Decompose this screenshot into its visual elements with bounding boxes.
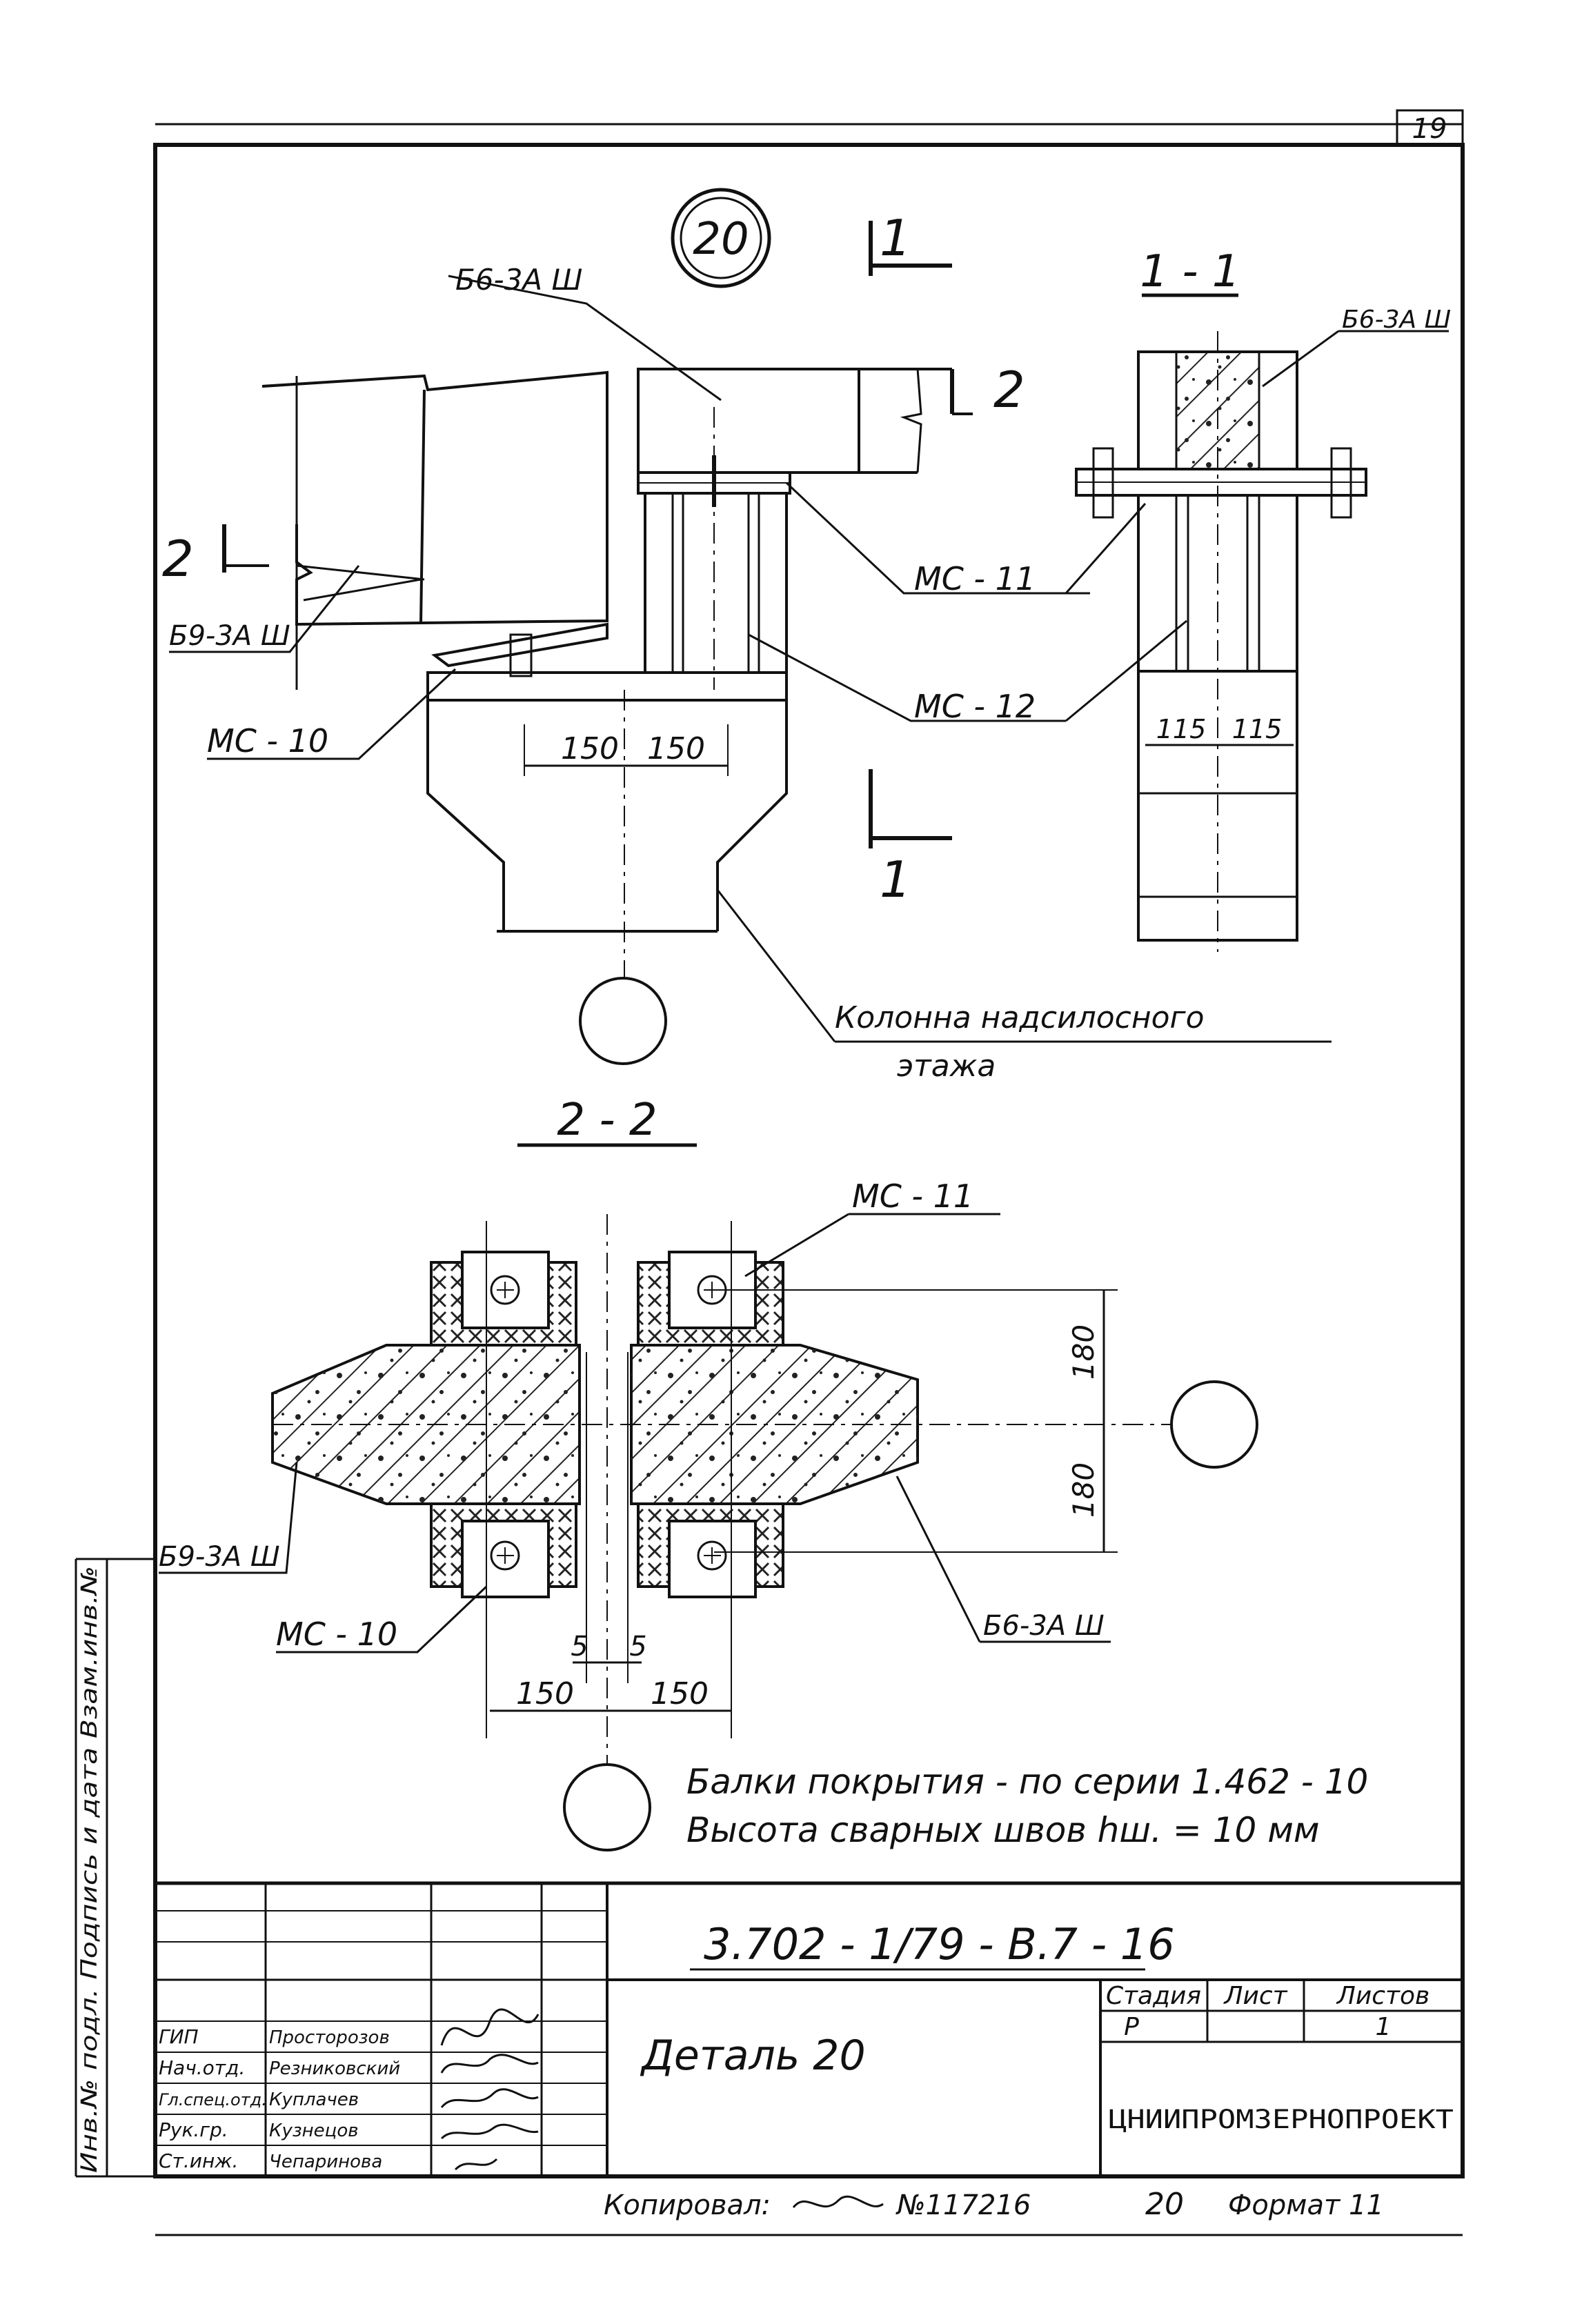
role-4: Ст.инж. [159,2149,238,2172]
copyist-signature [792,2195,884,2209]
label-mc10: МС - 10 [207,722,328,759]
label-mc12: МС - 12 [914,688,1036,725]
footer-format: Формат 11 [1228,2189,1384,2221]
dim-115-left: 115 [1156,714,1207,744]
gap-5-left: 5 [571,1631,588,1662]
footer-order: №117216 [896,2189,1031,2221]
organization: ЦНИИПРОМЗЕРНОПРОЕКТ [1109,2105,1454,2134]
footer-copied: Копировал: [604,2189,771,2221]
label-b9-left: Б9-3А Ш [169,620,290,652]
section-mark-2-right: 2 [993,361,1025,419]
elevation-view [169,221,1332,1065]
section-1-1-title: 1 - 1 [1140,246,1240,297]
role-1: Нач.отд. [159,2056,245,2079]
section-mark-1-top: 1 [880,209,911,267]
dim-150-right: 150 [647,731,705,766]
role-0: ГИП [159,2025,199,2048]
detail-mark-number: 20 [693,214,749,265]
title-designation: 3.702 - 1/79 - В.7 - 16 [704,1919,1175,1969]
dim-115-right: 115 [1232,714,1283,744]
label-b6-top: Б6-3А Ш [455,263,582,297]
dim-150-right-2-2: 150 [651,1676,709,1711]
role-3: Рук.гр. [159,2118,228,2141]
header-sheet: Лист [1223,1982,1287,2010]
label-b6-2-2: Б6-3А Ш [983,1610,1105,1642]
note-line-2: Высота сварных швов hш. = 10 мм [686,1810,1320,1850]
role-2: Гл.спец.отд. [159,2090,267,2109]
title-detail: Деталь 20 [640,2032,866,2080]
name-1: Резниковский [269,2058,400,2079]
dim-180-bottom: 180 [1067,1462,1100,1518]
note-line-1: Балки покрытия - по серии 1.462 - 10 [686,1762,1368,1802]
column-caption-line1: Колонна надсилосного [835,1000,1205,1035]
label-b6-1-1: Б6-3А Ш [1342,306,1451,334]
name-0: Просторозов [269,2027,390,2048]
footer-number: 20 [1145,2187,1184,2222]
value-stage: Р [1124,2013,1139,2041]
gap-5-right: 5 [629,1631,646,1662]
section-2-2-title: 2 - 2 [557,1095,657,1146]
dim-150-left: 150 [561,731,619,766]
header-stage: Стадия [1106,1982,1201,2010]
header-sheets: Листов [1336,1982,1429,2010]
label-mc11-2-2: МС - 11 [852,1178,973,1215]
dim-180-top: 180 [1067,1324,1100,1380]
section-2-2 [159,1143,1258,1851]
value-sheets: 1 [1376,2013,1392,2041]
side-stamp: Инв.№ подл. Подпись и дата Взам.инв.№ [76,1566,102,2173]
label-mc11: МС - 11 [914,560,1036,597]
label-b9-2-2: Б9-3А Ш [159,1541,280,1573]
name-4: Чепаринова [269,2152,382,2172]
sheet-number: 19 [1412,113,1447,145]
title-block [153,1881,1465,2178]
column-caption-line2: этажа [897,1049,996,1084]
section-mark-2-left: 2 [162,530,194,588]
detail-mark [671,188,771,288]
name-2: Куплачев [269,2089,359,2110]
section-mark-1-bottom: 1 [880,851,911,908]
label-mc10-2-2: МС - 10 [276,1616,397,1653]
section-1-1 [1065,293,1449,952]
dim-150-left-2-2: 150 [516,1676,574,1711]
name-3: Кузнецов [269,2121,359,2141]
